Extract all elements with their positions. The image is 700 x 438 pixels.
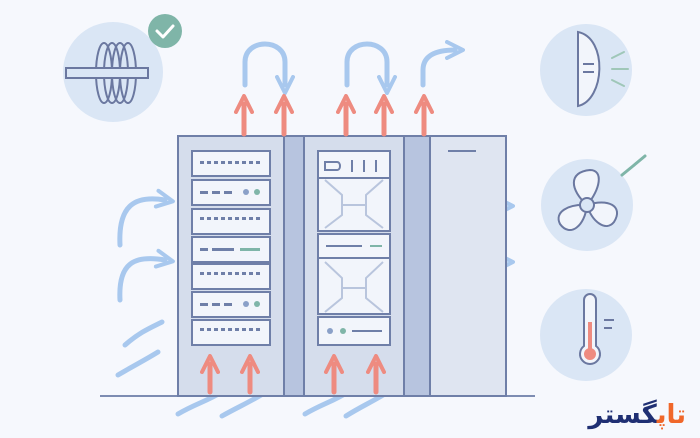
server-unit (191, 319, 271, 346)
exhaust-air-curls (242, 40, 465, 95)
cold-air-inlet-arrows (115, 188, 175, 378)
thermometer-icon (540, 289, 632, 381)
server-unit (191, 208, 271, 235)
cold-air-arrow (115, 349, 161, 378)
cooling-fan-icon (541, 159, 633, 251)
cold-air-arrow (117, 188, 175, 248)
leaf-check-icon (620, 154, 647, 177)
hot-air-exhaust-arrows (234, 94, 434, 137)
check-badge-icon (148, 14, 182, 48)
brand-logo-part2: گستر (588, 400, 657, 430)
rack-2-unit-details (318, 160, 390, 334)
brand-logo-part1: تاپ (656, 400, 686, 430)
rack-2-server-units (317, 150, 391, 346)
server-unit (191, 263, 271, 290)
cold-air-arrow (122, 319, 165, 348)
hot-air-rising-arrows (200, 354, 386, 395)
rack-1-unit-details (200, 161, 260, 331)
brand-logo: تاپگستر (588, 402, 686, 428)
cold-air-arrow (117, 248, 175, 303)
server-unit (317, 150, 391, 232)
server-rack-3 (429, 135, 507, 397)
server-unit (317, 233, 391, 315)
airflow-panel-icon (540, 24, 632, 116)
cable-bundle-icon (63, 22, 163, 122)
